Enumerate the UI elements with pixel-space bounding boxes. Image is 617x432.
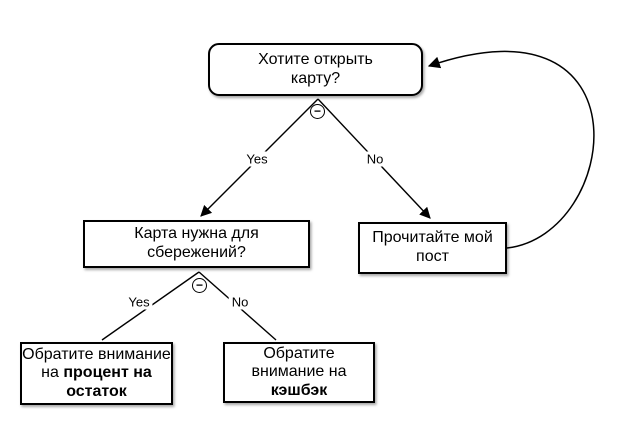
minus-icon: −: [195, 278, 203, 292]
node-cashback[interactable]: Обратите внимание на кэшбэк: [223, 342, 375, 403]
node-read-my-post-text: Прочитайте мой пост: [372, 229, 493, 265]
edge-label-savings-no: No: [228, 294, 252, 310]
edge-label-root-yes: Yes: [243, 151, 271, 167]
node-card-for-savings-question-text: Карта нужна для сбережений?: [134, 225, 259, 261]
edge-label-savings-yes: Yes: [125, 294, 153, 310]
node-cashback-text: Обратите внимание на кэшбэк: [251, 344, 347, 399]
node-open-card-question-text: Хотите открыть карту?: [258, 50, 373, 87]
collapse-icon[interactable]: −: [310, 104, 325, 119]
node-read-my-post[interactable]: Прочитайте мой пост: [358, 222, 507, 274]
edge-loop-back: [427, 50, 595, 249]
node-interest-on-balance[interactable]: Обратите внимание на процент на остаток: [20, 342, 173, 405]
minus-icon: −: [313, 104, 321, 118]
node-interest-on-balance-text: Обратите внимание на процент на остаток: [22, 345, 171, 400]
edge-label-root-no: No: [363, 151, 387, 167]
node-open-card-question[interactable]: Хотите открыть карту?: [208, 43, 423, 96]
collapse-icon[interactable]: −: [192, 278, 207, 293]
node-card-for-savings-question[interactable]: Карта нужна для сбережений?: [83, 220, 310, 268]
